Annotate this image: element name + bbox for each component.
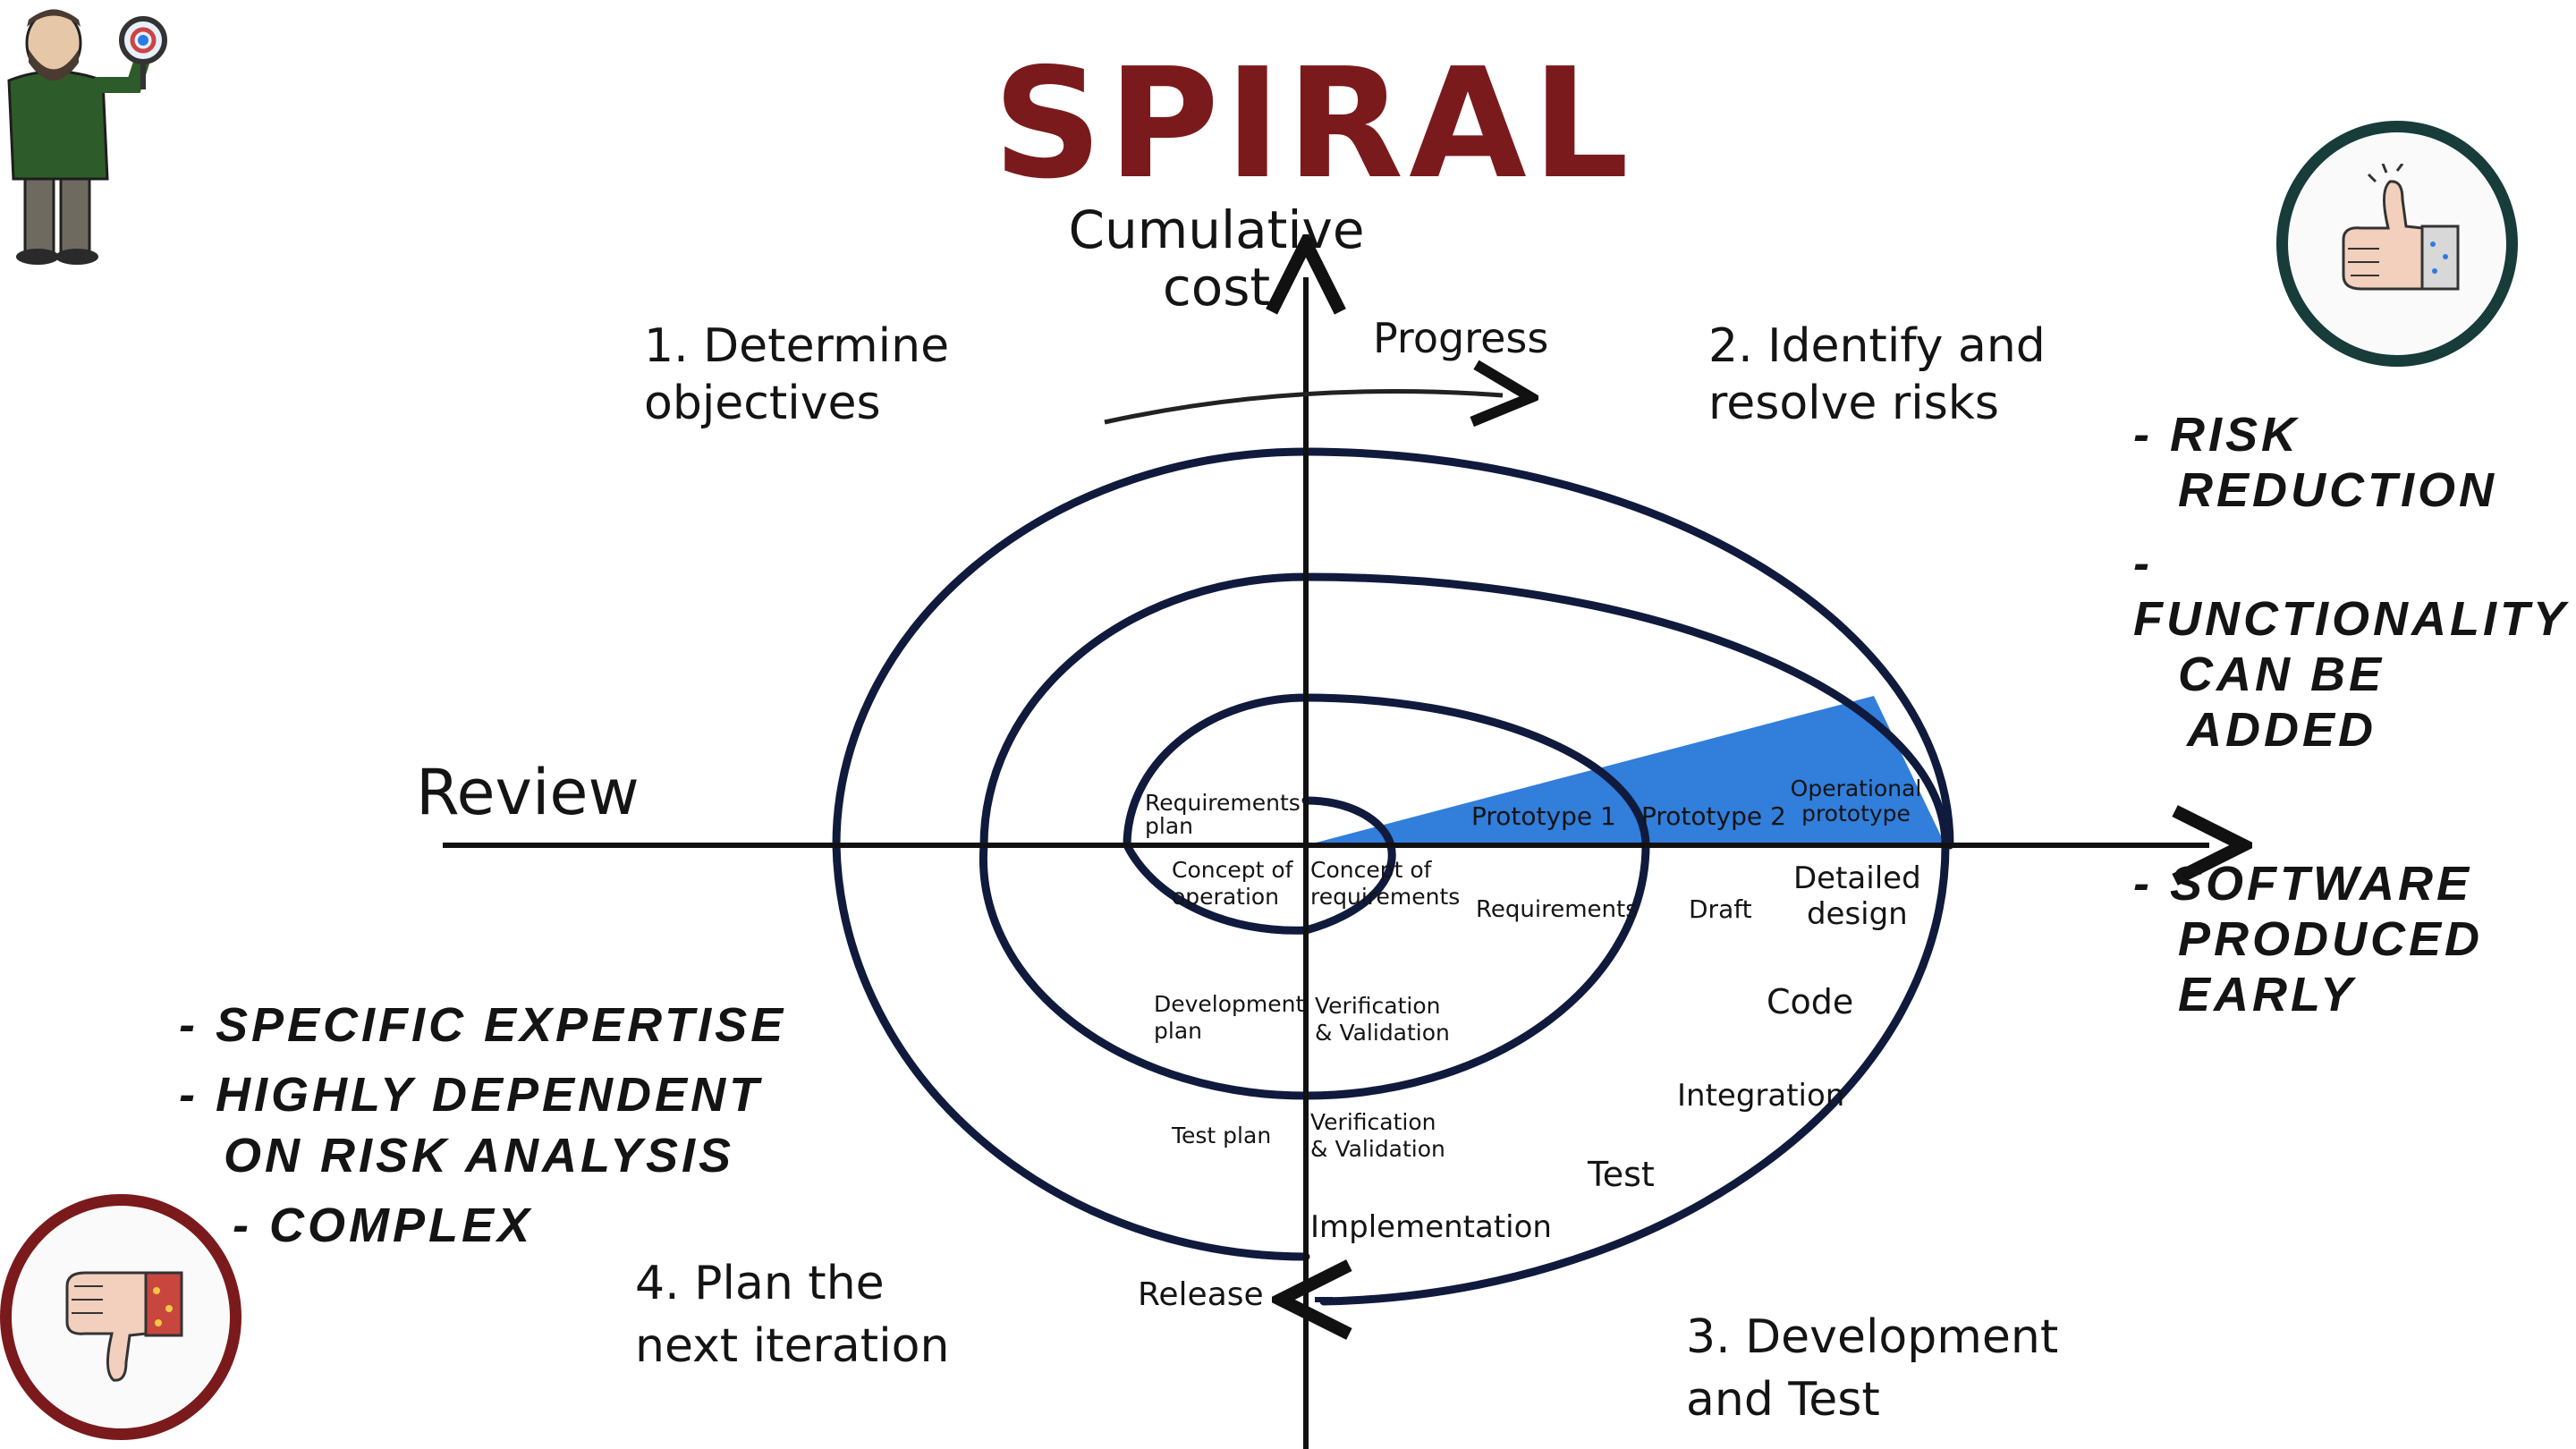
concept-of-operation-label: Concept of operation bbox=[1172, 857, 1293, 910]
thumbs-up-icon bbox=[2276, 121, 2518, 367]
integration-label: Integration bbox=[1677, 1078, 1845, 1114]
test-plan-label: Test plan bbox=[1172, 1123, 1272, 1148]
cons-list: - SPECIFIC EXPERTISE - HIGHLY DEPENDENT … bbox=[179, 995, 786, 1256]
requirements-label: Requirements bbox=[1476, 896, 1638, 923]
spiral-turn-1 bbox=[1123, 693, 1396, 935]
prototype-2-label: Prototype 2 bbox=[1641, 801, 1786, 831]
progress-label: Progress bbox=[1373, 314, 1549, 362]
page-title: SPIRAL bbox=[993, 36, 1635, 213]
teacher-with-magnifier-icon bbox=[0, 0, 179, 268]
verification-validation-label-1: Verification & Validation bbox=[1315, 993, 1450, 1046]
detailed-design-label: Detailed design bbox=[1793, 860, 1921, 932]
code-label: Code bbox=[1767, 982, 1854, 1021]
draft-label: Draft bbox=[1689, 894, 1752, 924]
requirements-plan-label: Requirements plan bbox=[1145, 790, 1301, 839]
pro-item: - SOFTWARE PRODUCED EARLY bbox=[2133, 857, 2484, 1021]
verification-validation-label-2: Verification & Validation bbox=[1310, 1109, 1445, 1162]
thumbs-down-icon bbox=[0, 1194, 242, 1440]
pro-item: - FUNCTIONALITY CAN BE ADDED bbox=[2133, 537, 2569, 757]
prototype-fill bbox=[1306, 696, 1945, 845]
x-axis-label: Review bbox=[416, 756, 640, 829]
concept-of-requirements-label: Concept of requirements bbox=[1310, 857, 1461, 910]
quadrant-4-label: 4. Plan the next iteration bbox=[635, 1257, 950, 1373]
test-label: Test bbox=[1588, 1155, 1655, 1194]
release-label: Release bbox=[1138, 1276, 1264, 1313]
development-plan-label: Development plan bbox=[1154, 991, 1305, 1044]
operational-prototype-label: Operational prototype bbox=[1790, 775, 1922, 826]
con-item: - COMPLEX bbox=[233, 1199, 534, 1252]
y-axis-label: Cumulative cost bbox=[1068, 199, 1365, 318]
quadrant-3-label: 3. Development and Test bbox=[1686, 1310, 2059, 1427]
pro-item: - RISK REDUCTION bbox=[2133, 408, 2497, 517]
prototype-1-label: Prototype 1 bbox=[1471, 801, 1616, 831]
quadrant-2-label: 2. Identify and resolve risks bbox=[1708, 319, 2046, 430]
quadrant-1-label: 1. Determine objectives bbox=[644, 319, 950, 430]
con-item: - SPECIFIC EXPERTISE bbox=[179, 998, 787, 1052]
con-item: - HIGHLY DEPENDENT ON RISK ANALYSIS bbox=[179, 1068, 763, 1182]
implementation-label: Implementation bbox=[1310, 1209, 1552, 1245]
spiral-outer-left bbox=[832, 447, 1954, 1261]
progress-arrow bbox=[1104, 391, 1503, 422]
pros-list: - RISK REDUCTION - FUNCTIONALITY CAN BE … bbox=[2133, 407, 2576, 1022]
